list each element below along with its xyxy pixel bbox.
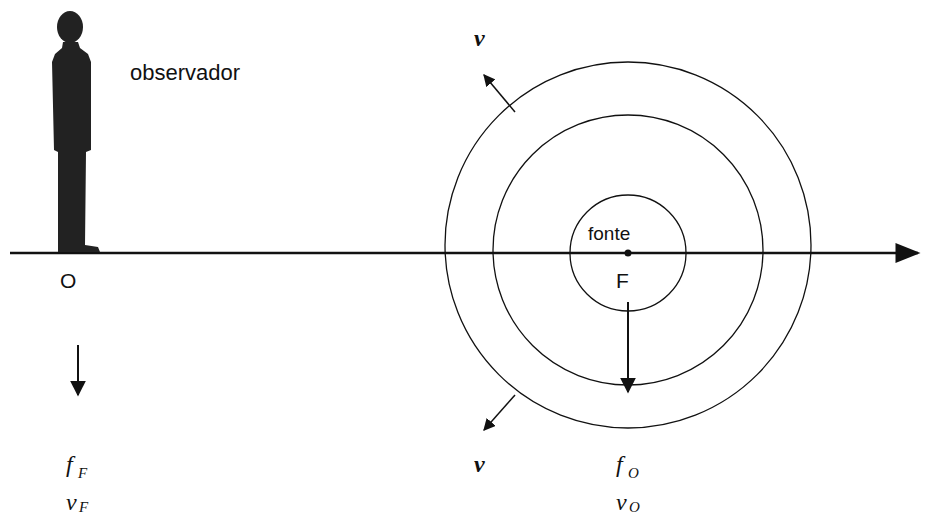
pointer-arrow xyxy=(627,302,629,392)
source-point xyxy=(625,250,632,257)
speed-symbol: v xyxy=(66,490,77,514)
pointer-arrow xyxy=(77,345,79,395)
frequency-symbol: f xyxy=(66,452,73,476)
speed-label: ν xyxy=(474,452,485,476)
velocity-arrow xyxy=(484,395,515,430)
source-label: fonte xyxy=(588,224,630,243)
observer-silhouette xyxy=(52,11,100,252)
point-label: O xyxy=(60,270,76,291)
frequency-symbol: f xyxy=(616,452,623,476)
speed-symbol: v xyxy=(616,490,627,514)
wavefront-outer xyxy=(445,62,811,428)
subscript: O xyxy=(629,500,640,515)
observer-label: observador xyxy=(130,62,240,84)
axis-line xyxy=(10,252,918,255)
point-label: F xyxy=(616,270,629,291)
speed-label: ν xyxy=(474,26,485,50)
subscript: F xyxy=(79,500,88,515)
subscript: F xyxy=(78,466,87,481)
velocity-arrow xyxy=(484,75,515,112)
subscript: O xyxy=(628,466,639,481)
